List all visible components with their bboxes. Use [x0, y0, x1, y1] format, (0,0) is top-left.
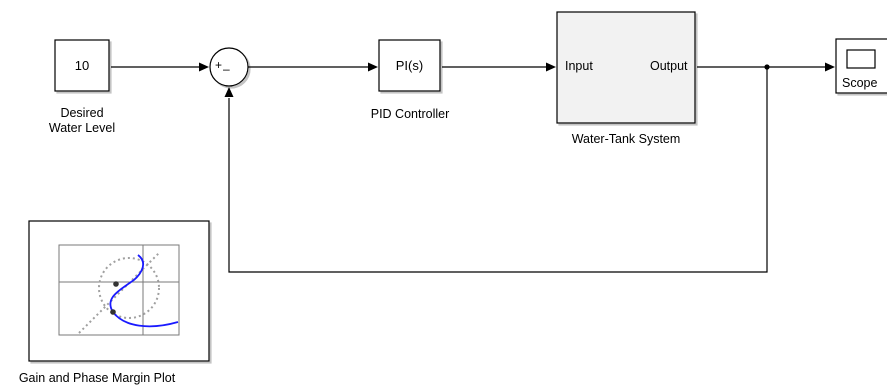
branch-point — [764, 64, 770, 70]
scope-screen-icon — [846, 49, 876, 69]
constant-label-line1: Desired — [60, 106, 104, 120]
pid-block-text: PI(s) — [395, 58, 424, 73]
scope-label: Scope — [842, 76, 878, 90]
sum-plus-sign: + — [215, 58, 223, 72]
pid-label: PID Controller — [370, 107, 450, 121]
signal-lines — [111, 66, 826, 273]
tank-output-port: Output — [650, 59, 688, 73]
signal-feedback — [228, 67, 768, 273]
pid-controller-block[interactable] — [378, 39, 441, 92]
arrowheads — [199, 62, 835, 97]
tank-input-port: Input — [565, 59, 593, 73]
sum-minus-sign: – — [223, 62, 230, 76]
tank-label: Water-Tank System — [571, 132, 681, 146]
margin-plot-label: Gain and Phase Margin Plot — [18, 371, 176, 385]
margin-plot-icon — [58, 244, 180, 336]
constant-block[interactable] — [54, 39, 110, 92]
constant-value: 10 — [74, 58, 90, 73]
constant-label-line2: Water Level — [48, 121, 116, 135]
water-tank-block[interactable] — [556, 11, 696, 124]
